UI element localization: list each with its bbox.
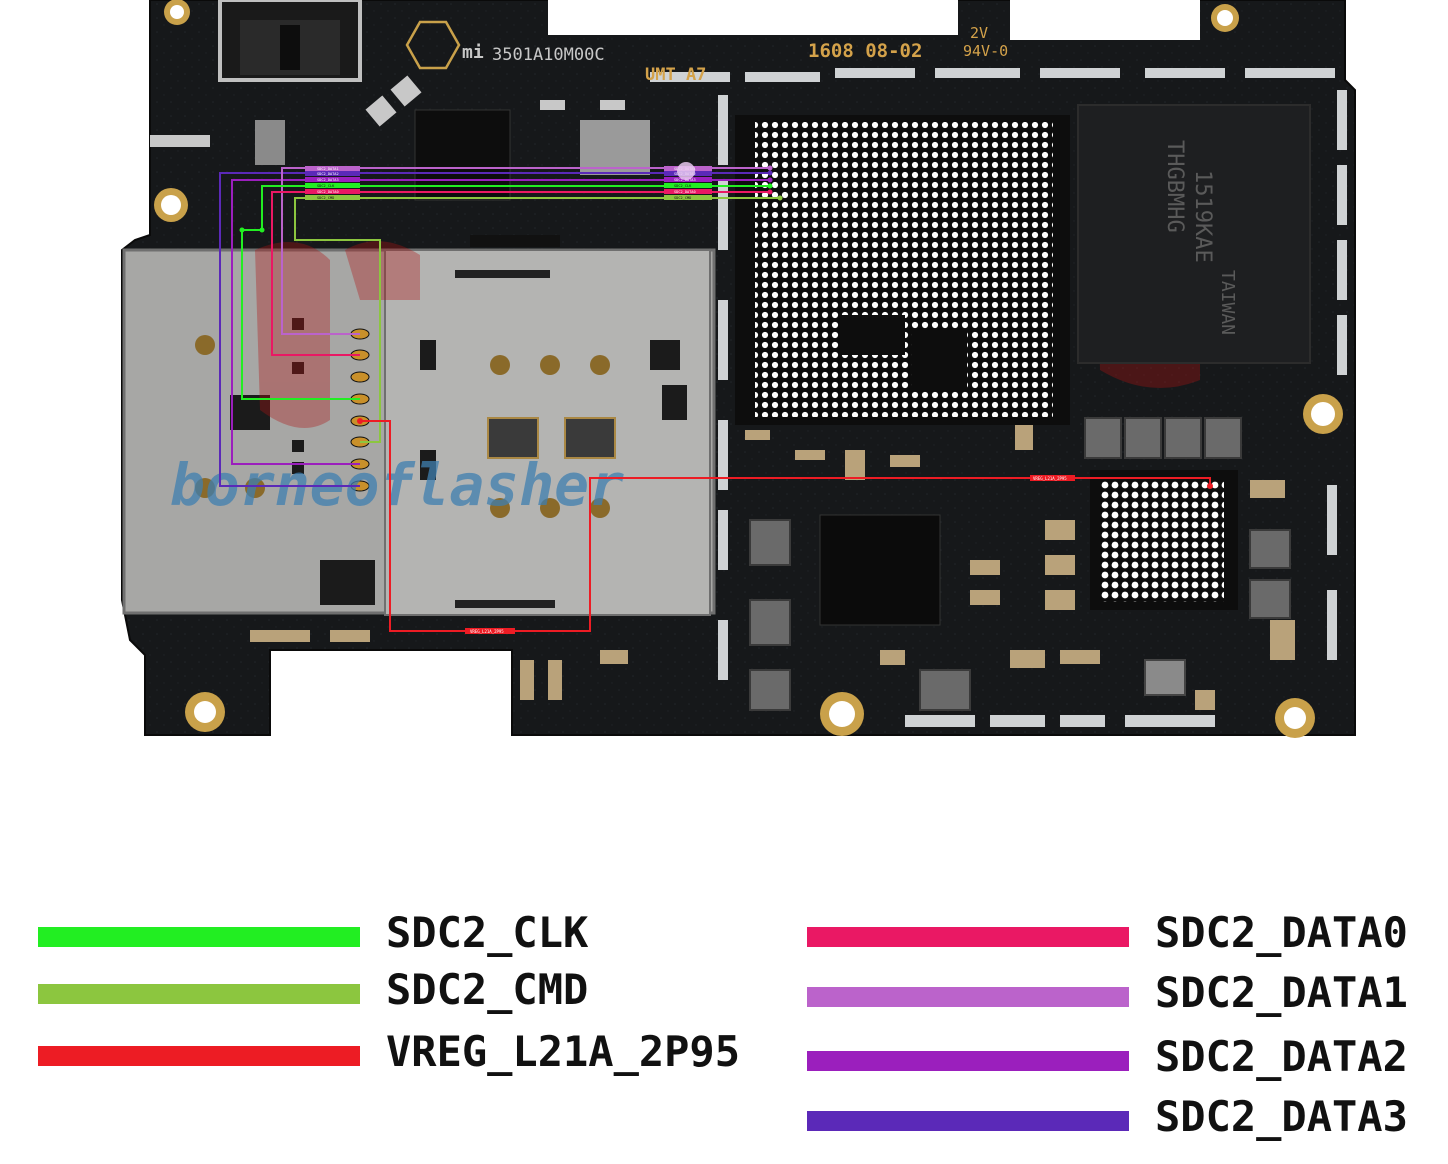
net-tag-label: SDC2_DATA3 <box>317 178 339 182</box>
legend-swatch <box>38 927 360 947</box>
silk-rating-top: 2V <box>970 24 988 42</box>
net-tag-label: SDC2_DATA3 <box>674 178 696 182</box>
legend-label: SDC2_CMD <box>386 965 589 1014</box>
legend: SDC2_CLK SDC2_CMD VREG_L21A_2P95 SDC2_DA… <box>0 890 1448 1150</box>
legend-item-sdc2-data0: SDC2_DATA0 <box>807 908 1427 968</box>
trace-endpoints <box>239 165 1213 489</box>
sim-card-tray <box>122 248 716 616</box>
mounting-hole-icon <box>1303 394 1343 434</box>
board-cutout <box>1010 0 1200 40</box>
legend-label: SDC2_DATA3 <box>1155 1092 1408 1141</box>
via-marker <box>677 162 695 180</box>
pmic-bga <box>1090 470 1238 610</box>
legend-item-sdc2-clk: SDC2_CLK <box>38 908 758 968</box>
silk-date-code: 1608 08-02 <box>808 40 922 62</box>
silk-rating-bottom: 94V-0 <box>963 42 1008 60</box>
net-tags-left: SDC2_DATA1 SDC2_DATA2 SDC2_DATA3 SDC2_CL… <box>305 166 360 200</box>
mounting-hole-icon <box>820 692 864 736</box>
board-cutout <box>548 0 958 35</box>
legend-label: SDC2_DATA2 <box>1155 1032 1408 1081</box>
trace-vreg-l21a-2p95 <box>360 420 1211 632</box>
emmc-text: 1519KAE <box>1190 170 1215 263</box>
trace-sdc2-data0 <box>271 191 770 356</box>
legend-item-sdc2-cmd: SDC2_CMD <box>38 965 758 1025</box>
mounting-hole-icon <box>164 0 190 25</box>
inductors <box>749 417 1291 711</box>
silk-part-number: 3501A10M00C <box>492 45 605 65</box>
passive-components <box>150 75 650 247</box>
legend-item-sdc2-data1: SDC2_DATA1 <box>807 968 1427 1028</box>
legend-item-sdc2-data3: SDC2_DATA3 <box>807 1092 1427 1152</box>
mounting-hole-icon <box>154 188 188 222</box>
net-tag-label: SDC2_DATA2 <box>317 172 339 176</box>
emmc-chip: THGBMHG 1519KAE TAIWAN <box>1077 104 1311 364</box>
net-tag-label: VREG_L21A_2P95 <box>470 629 504 634</box>
edge-contact-pads <box>650 68 1347 727</box>
trace-sdc2-data1 <box>281 167 770 335</box>
silk-brand: mi <box>462 42 484 63</box>
hexagon-silkscreen <box>405 20 461 70</box>
mounting-hole-icon <box>185 692 225 732</box>
net-tag-label: VREG_L21A_2P95 <box>1033 476 1067 481</box>
legend-label: SDC2_DATA0 <box>1155 908 1408 957</box>
legend-item-sdc2-data2: SDC2_DATA2 <box>807 1032 1427 1092</box>
emmc-text: THGBMHG <box>1162 140 1187 233</box>
net-tag-label: SDC2_DATA0 <box>317 190 339 194</box>
legend-swatch <box>38 984 360 1004</box>
legend-item-vreg-l21a-2p95: VREG_L21A_2P95 <box>38 1027 758 1087</box>
legend-swatch <box>807 1111 1129 1131</box>
ic-chip <box>1144 659 1186 696</box>
legend-label: SDC2_DATA1 <box>1155 968 1408 1017</box>
net-tag-label: SDC2_CLK <box>317 184 335 188</box>
legend-swatch <box>38 1046 360 1066</box>
legend-swatch <box>807 987 1129 1007</box>
net-tag-label: SDC2_DATA0 <box>674 190 696 194</box>
legend-label: SDC2_CLK <box>386 908 589 957</box>
trace-sdc2-data2 <box>231 179 770 465</box>
legend-swatch <box>807 927 1129 947</box>
headphone-jack <box>218 0 362 82</box>
trace-sdc2-cmd <box>294 197 780 443</box>
ic-chip <box>819 514 941 626</box>
pcb-board: mi 3501A10M00C UMT A7 1608 08-02 2V 94V-… <box>121 0 1356 738</box>
smd-parts <box>250 425 1295 710</box>
mounting-hole-icon <box>1275 698 1315 738</box>
cpu-bga <box>735 115 1070 425</box>
silk-vendor: UMT A7 <box>645 65 706 85</box>
legend-label: VREG_L21A_2P95 <box>386 1027 741 1076</box>
net-tag-label: SDC2_CMD <box>317 196 334 200</box>
trace-sdc2-data3 <box>219 172 770 487</box>
net-tag-label: SDC2_DATA1 <box>317 167 339 171</box>
mounting-hole-icon <box>1211 4 1239 32</box>
legend-swatch <box>807 1051 1129 1071</box>
net-tag-label: SDC2_CMD <box>674 196 691 200</box>
emmc-text: TAIWAN <box>1217 270 1238 335</box>
net-tag-vreg: VREG_L21A_2P95 VREG_L21A_2P95 <box>465 475 1075 634</box>
net-tag-label: SDC2_CLK <box>674 184 692 188</box>
